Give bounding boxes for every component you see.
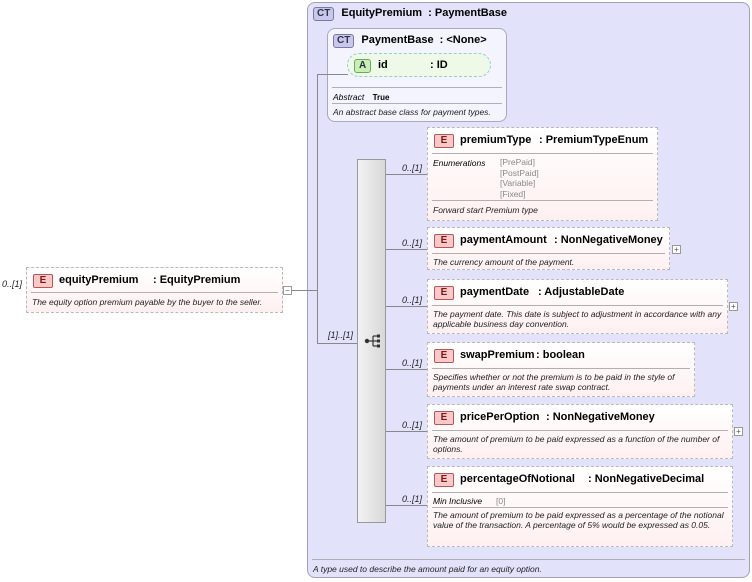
element-icon: E (434, 411, 454, 425)
complex-type-icon: CT (313, 7, 335, 21)
element-icon: E (33, 274, 53, 288)
abstract-label: Abstract (333, 92, 365, 102)
child-cardinality: 0..[1] (402, 358, 423, 368)
element-icon: E (434, 349, 454, 363)
facet-value: [0] (496, 496, 506, 506)
base-type-divider (332, 87, 502, 88)
element-type: : AdjustableDate (538, 286, 625, 298)
element-documentation: Forward start Premium type (433, 205, 538, 215)
expand-icon[interactable]: + (734, 427, 743, 436)
element-type: : boolean (536, 349, 585, 361)
root-cardinality: 0..[1] (2, 279, 23, 289)
child-cardinality: 0..[1] (402, 494, 423, 504)
collapse-icon[interactable]: − (283, 286, 292, 295)
element-percentageofnotional[interactable]: E percentageOfNotional : NonNegativeDeci… (427, 466, 733, 547)
element-name: percentageOfNotional (460, 473, 575, 485)
sequence-icon (364, 334, 380, 348)
attribute-id[interactable]: A id : ID (347, 53, 491, 77)
enumeration-value: [PostPaid] (500, 167, 539, 178)
element-type: : NonNegativeDecimal (588, 473, 705, 485)
element-documentation: The payment date. This date is subject t… (433, 309, 722, 329)
child-cardinality: 0..[1] (402, 420, 423, 430)
sequence-bar[interactable] (357, 159, 386, 523)
element-paymentamount[interactable]: E paymentAmount : NonNegativeMoney The c… (427, 227, 670, 270)
base-type-base: : <None> (439, 34, 487, 46)
element-documentation: Specifies whether or not the premium is … (433, 372, 675, 392)
abstract-value: True (372, 93, 390, 102)
element-divider-2 (432, 200, 653, 201)
element-icon: E (434, 473, 454, 487)
element-documentation: The currency amount of the payment. (433, 257, 575, 267)
element-type: : NonNegativeMoney (554, 234, 663, 246)
element-icon: E (434, 234, 454, 248)
enumeration-list: [PrePaid] [PostPaid] [Variable] [Fixed] (500, 157, 539, 199)
element-swappremium[interactable]: E swapPremium : boolean Specifies whethe… (427, 342, 695, 397)
connector (317, 74, 348, 75)
connector (386, 174, 427, 175)
connector (386, 369, 427, 370)
connector (386, 505, 427, 506)
connector (386, 431, 427, 432)
element-priceperoption[interactable]: E pricePerOption : NonNegativeMoney The … (427, 404, 733, 459)
expand-icon[interactable]: + (672, 245, 681, 254)
expand-icon[interactable]: + (729, 302, 738, 311)
element-divider (432, 430, 728, 431)
element-equitypremium[interactable]: E equityPremium : EquityPremium The equi… (26, 267, 283, 313)
base-type-documentation: An abstract base class for payment types… (333, 107, 491, 117)
connector (292, 290, 318, 291)
facet-label: Min Inclusive (433, 496, 483, 506)
complex-type-documentation: A type used to describe the amount paid … (313, 564, 542, 574)
element-divider (432, 305, 723, 306)
attribute-icon: A (354, 59, 372, 73)
base-type-divider-2 (332, 103, 502, 104)
child-cardinality: 0..[1] (402, 295, 423, 305)
complex-type-base: : PaymentBase (428, 7, 508, 19)
element-divider (432, 253, 665, 254)
element-icon: E (434, 134, 454, 148)
element-premiumtype[interactable]: E premiumType : PremiumTypeEnum Enumerat… (427, 127, 658, 221)
element-documentation: The equity option premium payable by the… (32, 297, 263, 307)
child-cardinality: 0..[1] (402, 163, 423, 173)
connector (386, 249, 427, 250)
connector (317, 343, 357, 344)
element-name: paymentAmount (460, 234, 547, 246)
enumerations-label: Enumerations (433, 158, 486, 168)
sequence-cardinality: [1]..[1] (328, 330, 354, 340)
element-name: swapPremium (460, 349, 535, 361)
element-name: pricePerOption (460, 411, 540, 423)
complex-type-name: EquityPremium (341, 7, 423, 19)
base-type-name: PaymentBase (361, 34, 434, 46)
enumeration-value: [PrePaid] (500, 157, 535, 167)
base-type-icon: CT (333, 34, 355, 48)
element-divider (432, 368, 690, 369)
element-paymentdate[interactable]: E paymentDate : AdjustableDate The payme… (427, 279, 728, 334)
element-type: : PremiumTypeEnum (539, 134, 649, 146)
attribute-name: id (378, 59, 388, 71)
element-type: : EquityPremium (153, 274, 241, 286)
enumeration-value: [Fixed] (500, 188, 526, 199)
attribute-type: : ID (430, 59, 448, 71)
connector (386, 306, 427, 307)
element-documentation: The amount of premium to be paid express… (433, 434, 720, 454)
enumeration-value: [Variable] (500, 178, 536, 188)
element-documentation: The amount of premium to be paid express… (433, 510, 724, 530)
child-cardinality: 0..[1] (402, 238, 423, 248)
element-divider-2 (432, 507, 728, 508)
element-icon: E (434, 286, 454, 300)
element-type: : NonNegativeMoney (546, 411, 655, 423)
element-divider (31, 292, 278, 293)
connector (317, 74, 318, 344)
element-divider (432, 153, 653, 154)
element-name: paymentDate (460, 286, 530, 298)
element-divider (432, 492, 728, 493)
element-name: premiumType (460, 134, 532, 146)
complex-type-divider (312, 559, 745, 560)
element-name: equityPremium (59, 274, 139, 286)
